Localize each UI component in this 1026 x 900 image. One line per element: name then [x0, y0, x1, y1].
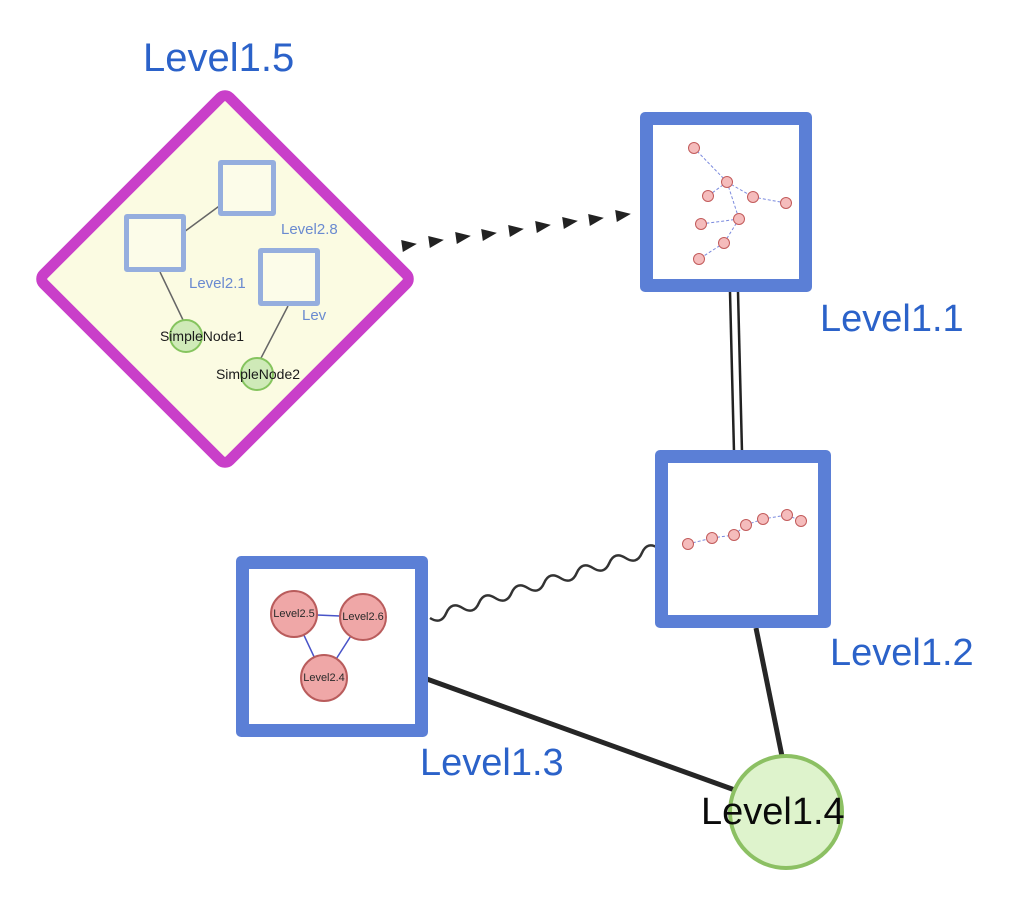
edge-level12-level14	[753, 627, 787, 767]
node-level2-6[interactable]: Level2.6	[339, 593, 387, 641]
node-level2-8-square[interactable]	[218, 160, 276, 216]
label-level2-6: Level2.6	[342, 611, 384, 623]
label-level1-1: Level1.1	[820, 298, 964, 340]
node-level1-2-box[interactable]	[655, 450, 831, 628]
node-simplenode2[interactable]	[240, 357, 274, 391]
node-level2-5[interactable]: Level2.5	[270, 590, 318, 638]
label-simplenode2: SimpleNode2	[215, 366, 301, 382]
node-level1-3-box[interactable]: Level2.5 Level2.6 Level2.4	[236, 556, 428, 737]
label-level2-1: Level2.1	[189, 275, 246, 292]
label-level2-8: Level2.8	[281, 221, 338, 238]
node-level1-1-box[interactable]	[640, 112, 812, 292]
edge-dashed-arrow	[401, 210, 631, 252]
edge-double-line	[728, 291, 744, 453]
label-simplenode1: SimpleNode1	[159, 328, 245, 344]
label-level2-5: Level2.5	[273, 608, 315, 620]
label-level1-3: Level1.3	[420, 742, 564, 784]
node-level2-4[interactable]: Level2.4	[300, 654, 348, 702]
label-level2-4: Level2.4	[303, 672, 345, 684]
subgraph-nodes	[682, 509, 807, 550]
label-level1-4: Level1.4	[701, 791, 845, 833]
edge-wavy	[429, 544, 659, 622]
label-level2-x: Lev	[302, 307, 327, 324]
level1-3-subgraph-edges	[293, 613, 364, 679]
node-level2-1-square[interactable]	[124, 214, 186, 272]
node-simplenode1[interactable]	[169, 319, 203, 353]
level1-2-subgraph	[682, 509, 807, 550]
label-level1-2: Level1.2	[830, 632, 974, 674]
node-level2-x-square[interactable]	[258, 248, 320, 306]
node-level1-4-circle[interactable]	[728, 754, 844, 870]
subgraph-nodes	[688, 142, 792, 265]
label-level1-5: Level1.5	[143, 36, 295, 80]
level1-1-subgraph	[688, 142, 792, 265]
